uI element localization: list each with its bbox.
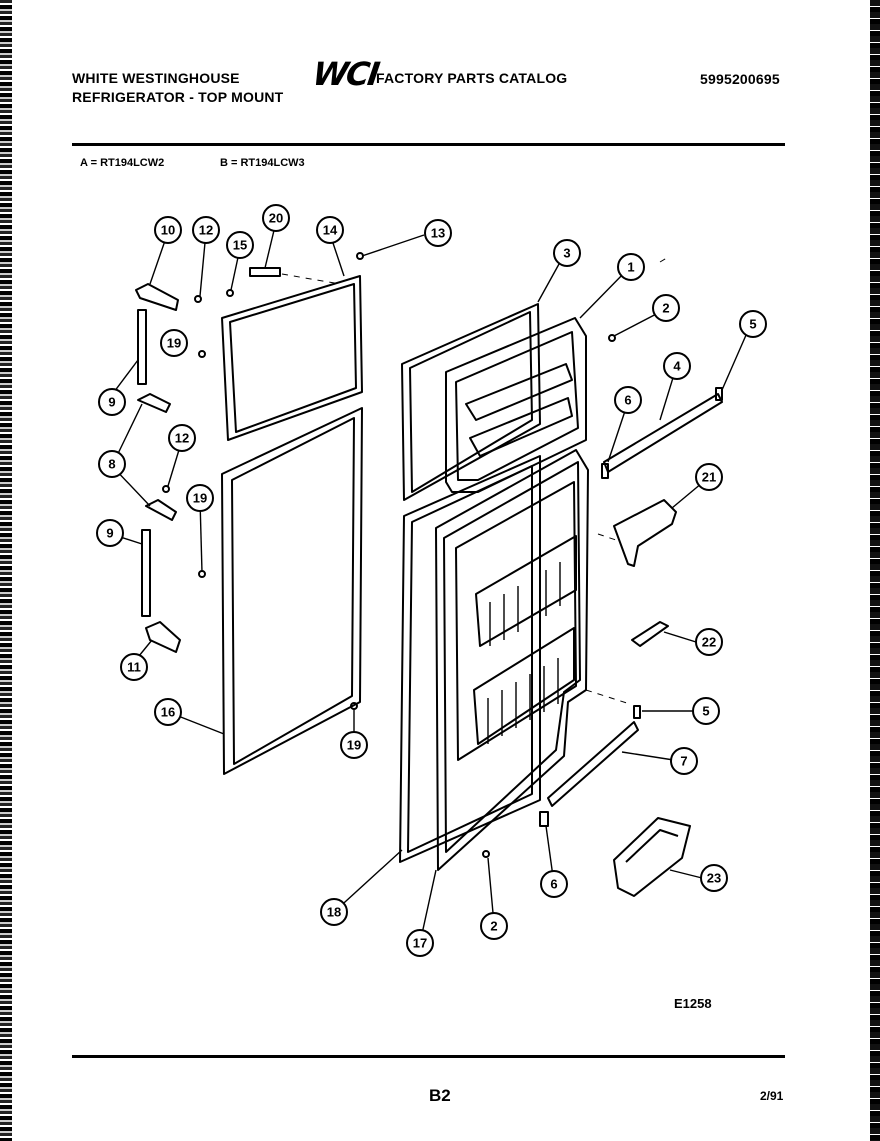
callout-label: 2 [662, 301, 669, 316]
model-a-label: A = RT194LCW2 [80, 157, 165, 169]
model-b-label: B = RT194LCW3 [220, 157, 305, 169]
callout-marker [320, 898, 348, 926]
callout-marker [160, 329, 188, 357]
callout-marker [652, 294, 680, 322]
callout-label: 7 [680, 754, 687, 769]
callout-label: 9 [108, 395, 115, 410]
leader-lines [107, 221, 751, 944]
callout-label: 23 [707, 871, 721, 886]
callout-label: 2 [490, 919, 497, 934]
brand-line-2: REFRIGERATOR - TOP MOUNT [72, 89, 284, 105]
liner-shelf-ribs [487, 562, 561, 744]
callout-marker [154, 216, 182, 244]
callout-marker [553, 239, 581, 267]
callout-marker [154, 698, 182, 726]
callout-label: 4 [673, 359, 681, 374]
callout-label: 18 [327, 905, 341, 920]
scan-edge-left [0, 0, 12, 1141]
callout-marker [614, 386, 642, 414]
callout-marker [120, 653, 148, 681]
header-rule [72, 143, 785, 146]
callout-label: 5 [702, 704, 709, 719]
callout-label: 6 [624, 393, 631, 408]
callout-label: 5 [749, 317, 756, 332]
assembly-lines [281, 255, 671, 705]
callout-label: 12 [199, 223, 213, 238]
callout-marker [168, 424, 196, 452]
callout-label: 9 [106, 526, 113, 541]
freezer-door-panel [401, 303, 541, 501]
illustration-id: E1258 [674, 996, 712, 1011]
callout-label: 22 [702, 635, 716, 650]
callout-label: 6 [550, 877, 557, 892]
hinge-parts [135, 283, 181, 653]
callout-label: 16 [161, 705, 175, 720]
callout-marker [316, 216, 344, 244]
callout-label: 17 [413, 936, 427, 951]
callout-marker [98, 450, 126, 478]
callout-label: 19 [167, 336, 181, 351]
page-number: B2 [429, 1086, 451, 1105]
callout-marker [617, 253, 645, 281]
brand-line-1: WHITE WESTINGHOUSE [72, 70, 240, 86]
side-parts [539, 387, 723, 897]
callout-label: 15 [233, 238, 247, 253]
fresh-food-door-liner [435, 449, 589, 871]
callout-marker [692, 697, 720, 725]
callout-labels: 10 12 20 14 13 15 19 9 8 12 19 9 11 16 1… [106, 211, 756, 951]
revision-date: 2/91 [760, 1089, 784, 1103]
callout-marker [700, 864, 728, 892]
callout-label: 3 [563, 246, 570, 261]
catalog-title: FACTORY PARTS CATALOG [376, 70, 568, 86]
callout-label: 12 [175, 431, 189, 446]
callout-label: 8 [108, 457, 115, 472]
callout-label: 10 [161, 223, 175, 238]
callout-marker [340, 731, 368, 759]
callout-marker [262, 204, 290, 232]
callout-marker [96, 519, 124, 547]
callout-marker [192, 216, 220, 244]
callout-marker [695, 628, 723, 656]
callout-marker [739, 310, 767, 338]
callout-marker [406, 929, 434, 957]
callout-label: 19 [193, 491, 207, 506]
callout-label: 21 [702, 470, 716, 485]
scan-edge-right [870, 0, 880, 1141]
callout-marker [186, 484, 214, 512]
callout-label: 13 [431, 226, 445, 241]
doc-number: 5995200695 [700, 71, 780, 87]
freezer-door-gasket [221, 275, 363, 441]
callout-label: 20 [269, 211, 283, 226]
callout-marker [540, 870, 568, 898]
callout-marker [663, 352, 691, 380]
callout-marker [226, 231, 254, 259]
footer-rule [72, 1055, 785, 1058]
callout-marker [695, 463, 723, 491]
fresh-food-door-panel [399, 455, 541, 863]
callout-marker [424, 219, 452, 247]
fresh-food-door-gasket [221, 407, 363, 775]
callout-markers [96, 204, 767, 957]
callout-marker [670, 747, 698, 775]
callout-label: 19 [347, 738, 361, 753]
callout-label: 14 [323, 223, 338, 238]
callout-label: 11 [127, 660, 141, 675]
callout-label: 1 [627, 260, 634, 275]
callout-marker [480, 912, 508, 940]
callout-marker [98, 388, 126, 416]
